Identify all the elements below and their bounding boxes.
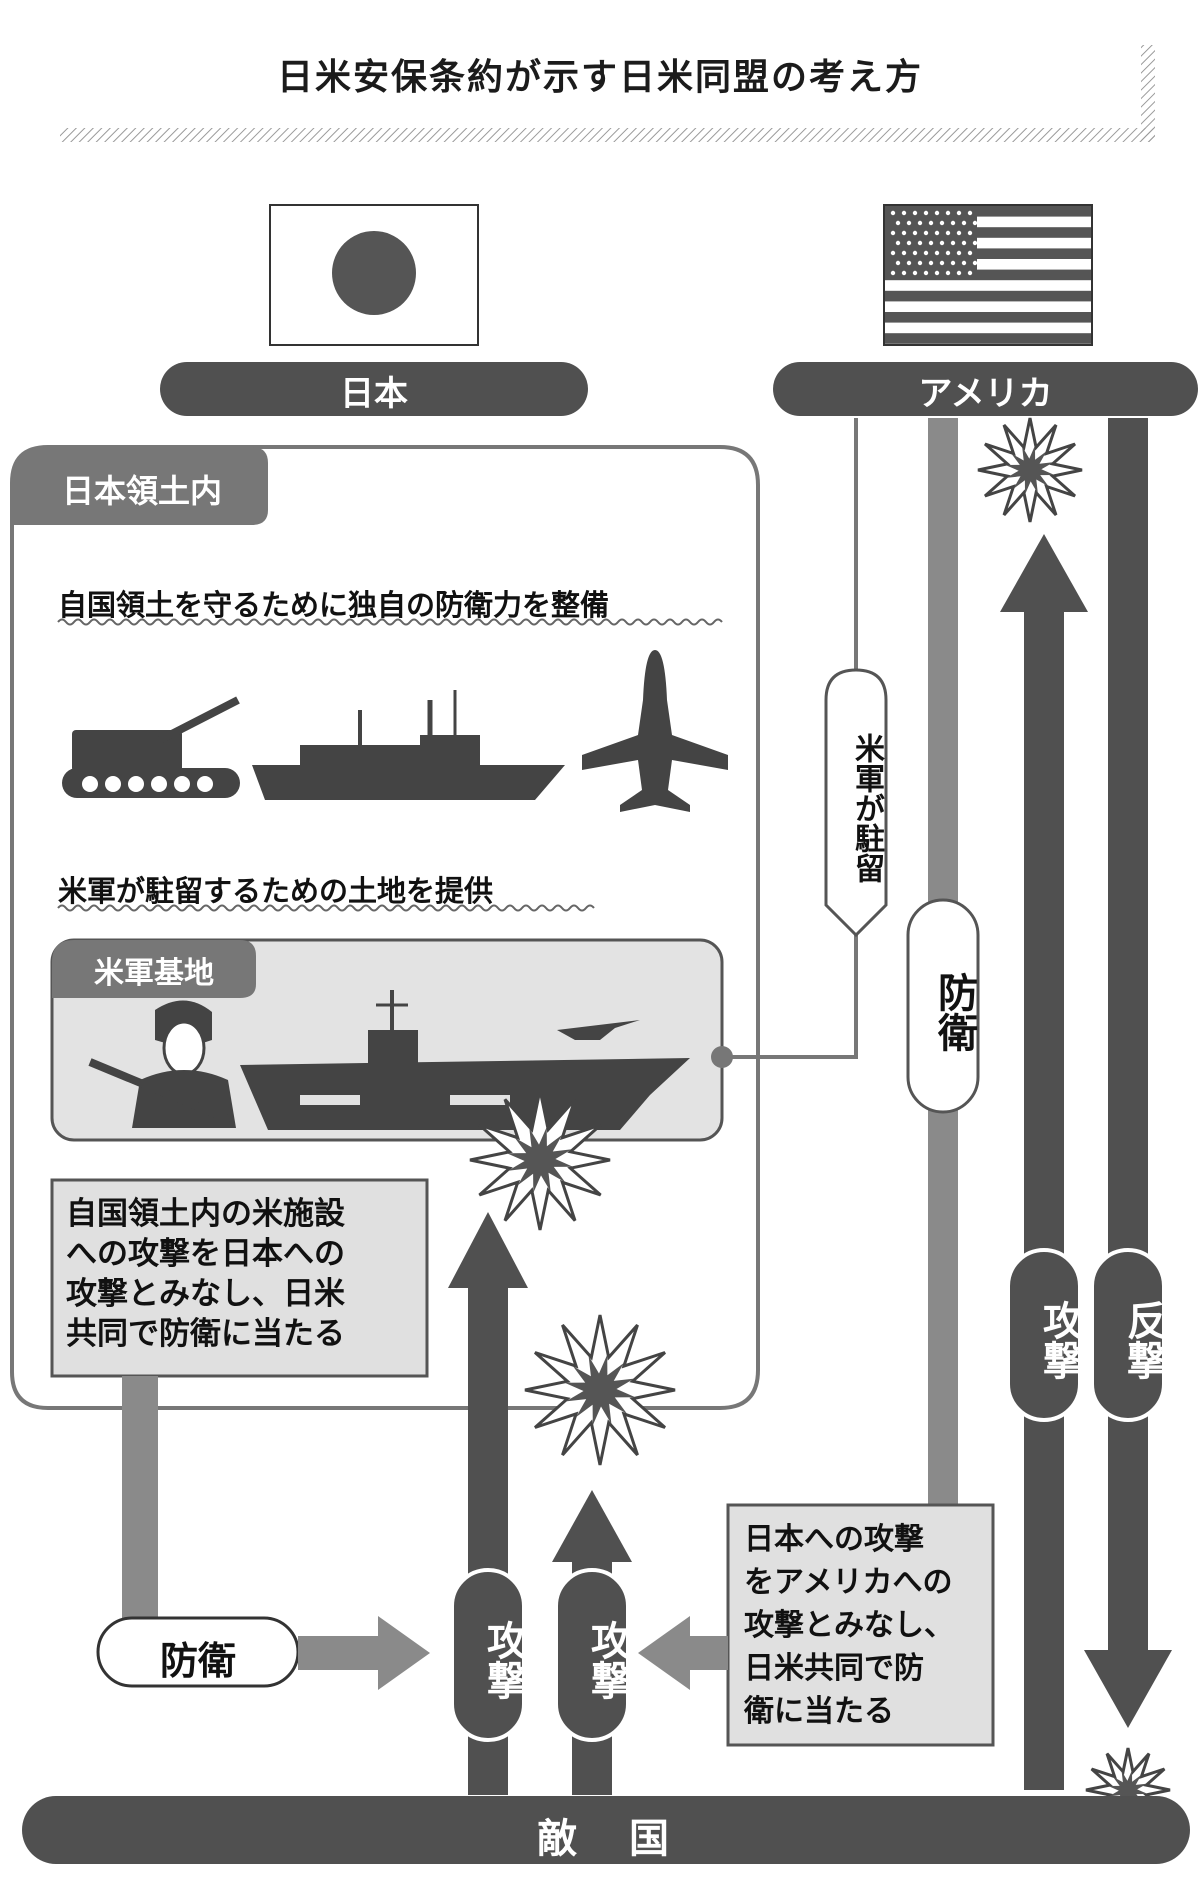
us-note-line: をアメリカへの: [744, 1565, 953, 1600]
territory-tab: [12, 447, 268, 525]
us-counter-arrow: [1084, 418, 1172, 1728]
stationed-link: [722, 935, 858, 1059]
counter-label: 反撃: [1120, 1300, 1166, 1380]
explosion-icon: [469, 1089, 611, 1231]
territory-note: 自国領土内の米施設 への攻撃を日本への 攻撃とみなし、日米 共同で防衛に当たる: [66, 1194, 421, 1354]
enemy-attack-arrow-1: [448, 1212, 528, 1795]
usa-flag-icon: [883, 204, 1093, 346]
us-note: 日本への攻撃 をアメリカへの 攻撃とみなし、 日米共同で防 衛に当たる: [744, 1518, 989, 1733]
defense-label: 防衛: [159, 1639, 236, 1683]
page-title: 日米安保条約が示す日米同盟の考え方: [276, 57, 923, 98]
japan-flag-icon: [269, 204, 479, 346]
stationed-badge: [824, 668, 888, 938]
territory-note-line: への攻撃を日本への: [66, 1236, 345, 1272]
stationed-label: 米軍が駐留: [849, 733, 884, 883]
japan-label: 日本: [340, 374, 408, 414]
defense-vertical-label: 防衛: [931, 972, 977, 1052]
enemy-label: 敵 国: [537, 1816, 675, 1862]
us-note-line: 攻撃とみなし、: [744, 1608, 954, 1643]
heading-defense-underline: [57, 618, 723, 626]
territory-note-box: [50, 1178, 429, 1378]
territory-note-connector: [122, 1376, 158, 1626]
us-base-tab: [52, 940, 256, 998]
explosion-icon: [524, 1314, 676, 1466]
enemy-attack-arrow-2: [552, 1490, 632, 1795]
us-note-line: 衛に当たる: [744, 1694, 894, 1729]
defense-arrow: [298, 1616, 430, 1690]
defense-vertical-pill: [906, 898, 980, 1114]
tank-icon: [62, 696, 240, 798]
destroyer-icon: [252, 690, 565, 800]
territory-label: 日本領土内: [61, 472, 222, 510]
us-note-line: 日米共同で防: [744, 1651, 924, 1686]
heading-land: 米軍が駐留するための土地を提供: [58, 874, 494, 908]
enemy-attack-label-2: 攻撃: [584, 1620, 630, 1700]
jet-icon: [582, 650, 728, 812]
fighter-jet-icon: [557, 1020, 640, 1040]
soldier-icon: [88, 1000, 236, 1128]
us-note-line: 日本への攻撃: [744, 1522, 924, 1557]
us-attack-label: 攻撃: [1036, 1300, 1082, 1380]
territory-note-line: 攻撃とみなし、日米: [66, 1276, 345, 1312]
usa-label: アメリカ: [918, 374, 1053, 414]
explosion-icon: [977, 417, 1083, 523]
usa-pill: [773, 362, 1198, 416]
us-base-label: 米軍基地: [94, 956, 214, 991]
aircraft-carrier-icon: [240, 990, 690, 1130]
title-bracket: [1141, 45, 1155, 142]
heading-defense: 自国領土を守るために独自の防衛力を整備: [58, 588, 610, 622]
us-note-box: [726, 1503, 995, 1747]
heading-land-underline: [57, 904, 595, 912]
enemy-bar: [22, 1796, 1190, 1864]
title-underline: [60, 128, 1155, 142]
us-attack-arrow: [1000, 534, 1088, 1790]
territory-note-line: 自国領土内の米施設: [66, 1196, 345, 1232]
stationed-link-dot: [711, 1046, 733, 1068]
enemy-attack-label-1: 攻撃: [480, 1620, 526, 1700]
us-defense-arrow: [638, 1616, 728, 1690]
japan-pill: [160, 362, 588, 416]
territory-note-line: 共同で防衛に当たる: [66, 1316, 345, 1352]
